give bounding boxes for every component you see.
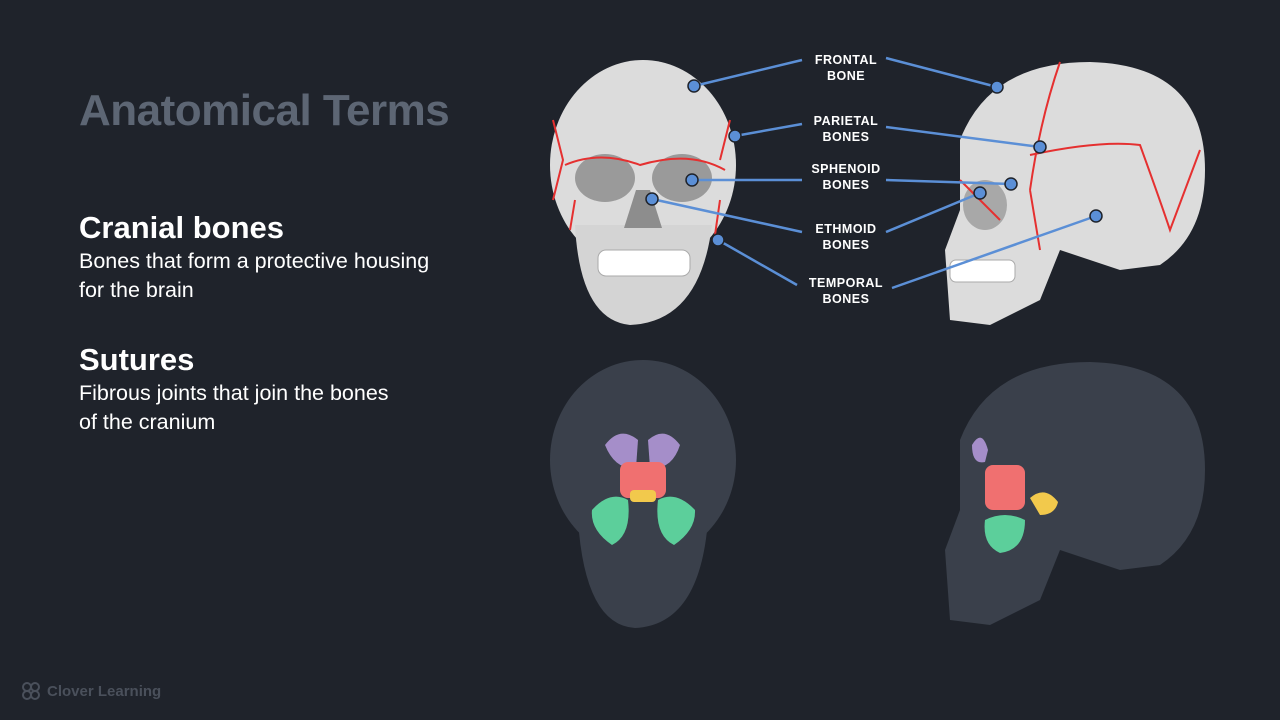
- sphenoid-sinus-side: [1030, 492, 1058, 515]
- pointer-dots: [645, 79, 1103, 247]
- slide-title: Anatomical Terms: [79, 86, 450, 135]
- side-skull: [945, 61, 1205, 325]
- pointer-lines: [651, 56, 1097, 290]
- frontal-sinus-side: [972, 437, 988, 463]
- heading-cranial-bones: Cranial bones: [79, 210, 284, 245]
- heading-sutures: Sutures: [79, 342, 195, 377]
- ethmoid-sinus-side: [985, 465, 1025, 510]
- frontal-sinus-left: [605, 433, 638, 469]
- sphenoid-sinus: [630, 490, 656, 502]
- maxillary-sinus-side: [984, 515, 1025, 553]
- clover-learning-logo: Clover Learning: [21, 681, 161, 701]
- maxillary-sinus-right: [657, 496, 696, 545]
- clover-icon: [22, 682, 40, 700]
- front-skull-sinuses: [550, 360, 736, 628]
- ethmoid-sinus: [620, 462, 666, 498]
- frontal-sinus-right: [648, 433, 680, 469]
- front-skull: [550, 60, 736, 325]
- maxillary-sinus-left: [591, 496, 629, 545]
- logo-text: Clover Learning: [47, 682, 162, 700]
- side-skull-sinuses: [945, 362, 1205, 625]
